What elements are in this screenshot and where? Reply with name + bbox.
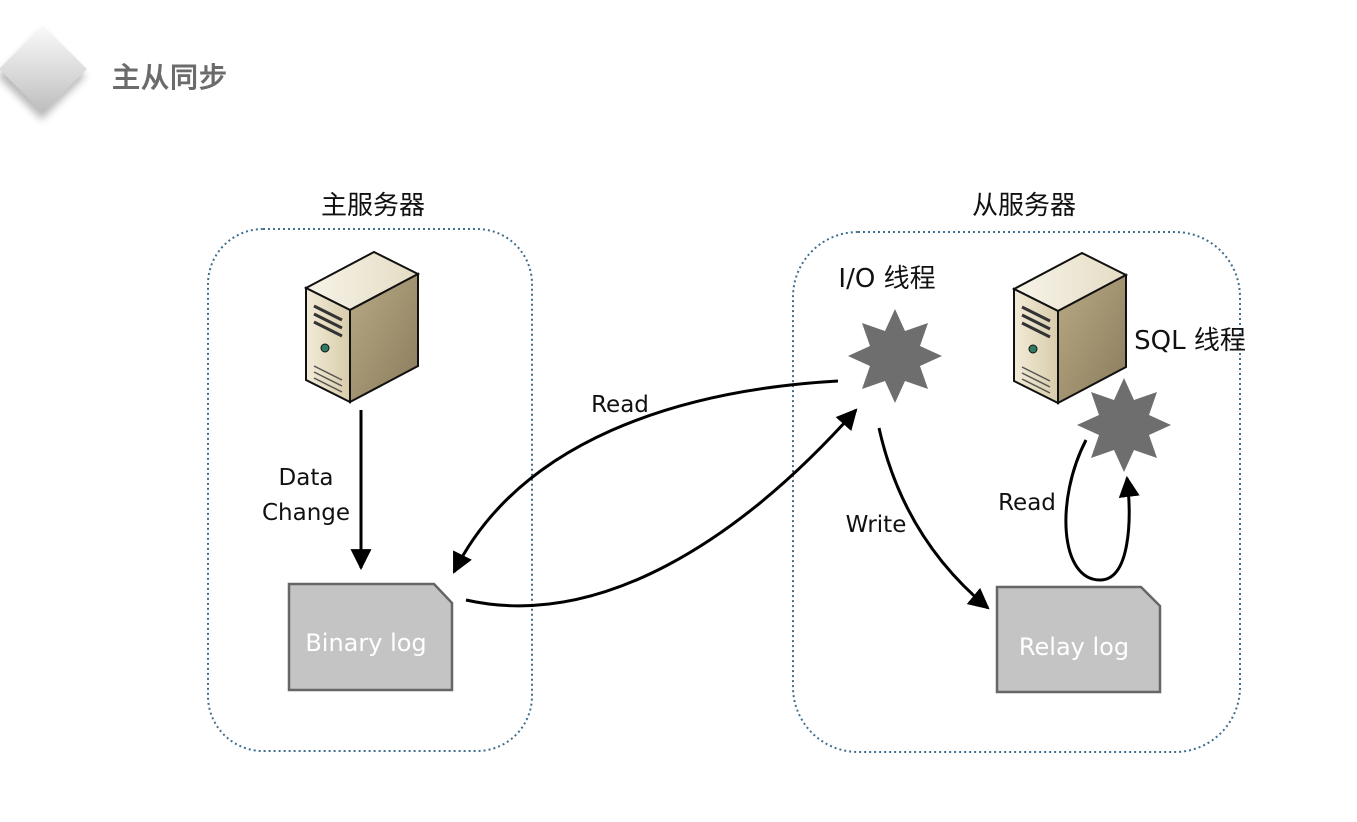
- master-server-icon: [304, 250, 420, 404]
- binary-log-box: [287, 582, 454, 692]
- replication-read-arrow: [452, 379, 839, 574]
- binary-log-label: Binary log: [305, 629, 426, 657]
- replication-read-label: Read: [591, 392, 649, 418]
- page-title: 主从同步: [112, 61, 229, 94]
- master-server-label: 主服务器: [321, 191, 425, 221]
- write-arrow: [877, 427, 990, 610]
- replication-return-arrow: [465, 408, 858, 608]
- sql-thread-label: SQL 线程: [1134, 326, 1246, 356]
- data-change-label-line1: Data: [279, 465, 334, 491]
- relay-log-label: Relay log: [1019, 633, 1129, 661]
- slave-server-icon: [1012, 251, 1128, 405]
- relay-log-box: [995, 585, 1162, 694]
- sql-read-loop-arrow: [1064, 439, 1140, 582]
- data-change-label-line2: Change: [262, 500, 350, 526]
- write-label: Write: [846, 512, 907, 538]
- master-group-box: [207, 228, 533, 752]
- sql-thread-gear-icon: [1077, 378, 1171, 472]
- slave-server-label: 从服务器: [972, 191, 1076, 221]
- io-thread-label: I/O 线程: [838, 264, 935, 294]
- sql-read-label: Read: [998, 490, 1056, 516]
- io-thread-gear-icon: [848, 309, 942, 403]
